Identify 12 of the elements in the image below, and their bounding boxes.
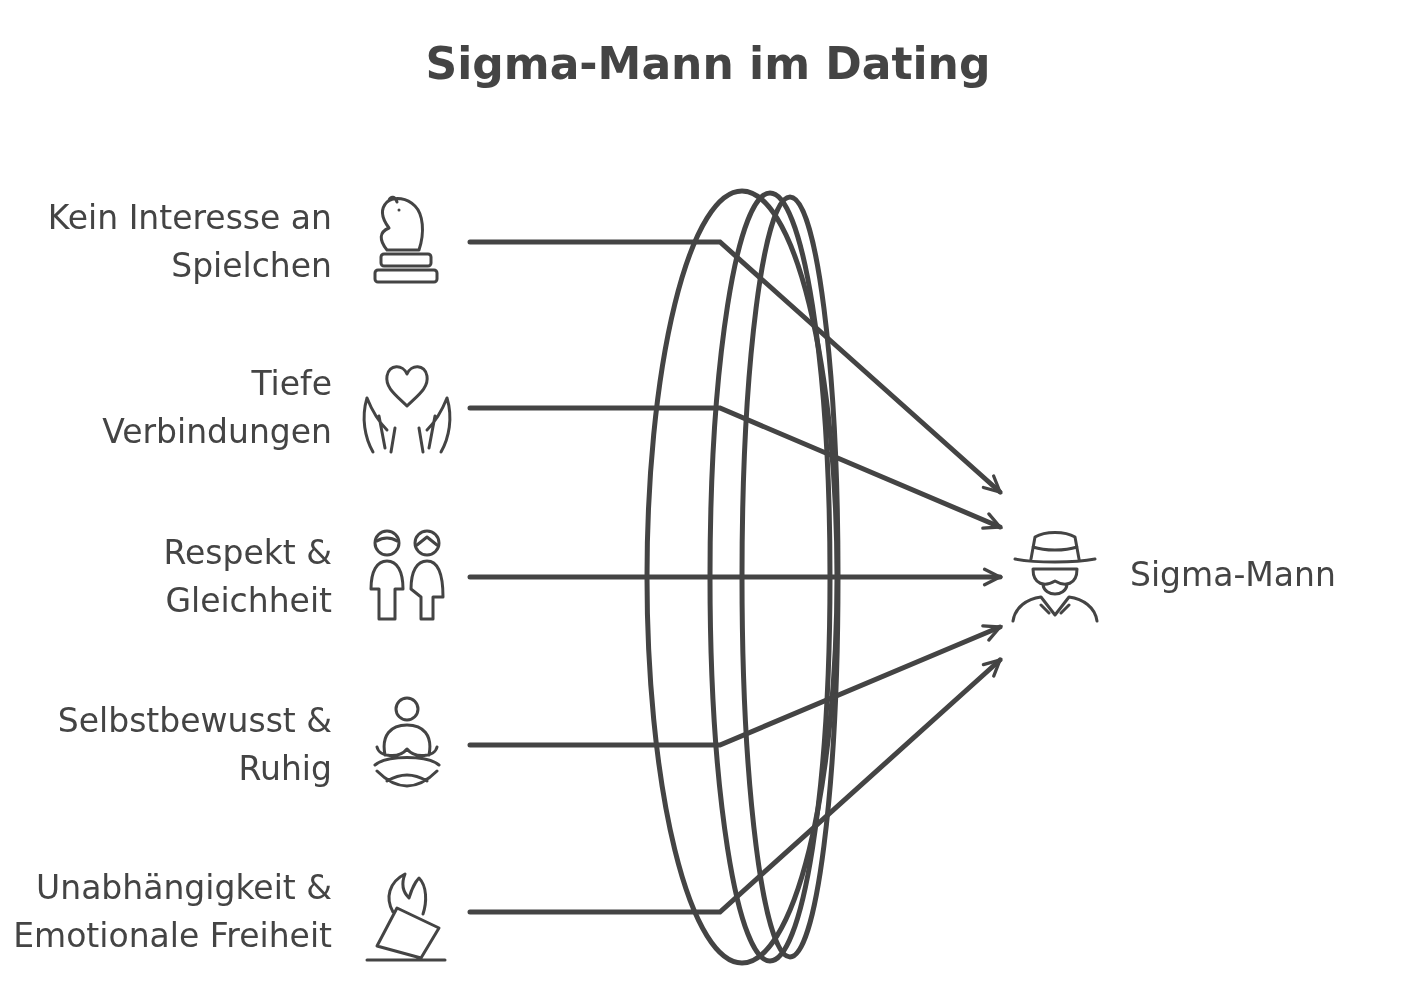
arrow — [467, 567, 1003, 587]
node-label: Unabhängigkeit & Emotionale Freiheit — [12, 867, 332, 957]
arrow — [467, 405, 1003, 530]
arrow — [467, 657, 1003, 915]
node-label: Respekt & Gleichheit — [162, 532, 332, 622]
node-label: Selbstbewusst & Ruhig — [56, 700, 332, 790]
node-label: Kein Interesse an Spielchen — [46, 197, 332, 287]
title: Sigma-Mann im Dating — [424, 38, 992, 89]
node-label: Tiefe Verbindungen — [101, 363, 332, 453]
arrow — [467, 624, 1003, 748]
node-label: Sigma-Mann — [1130, 554, 1336, 596]
arrow — [467, 239, 1003, 495]
